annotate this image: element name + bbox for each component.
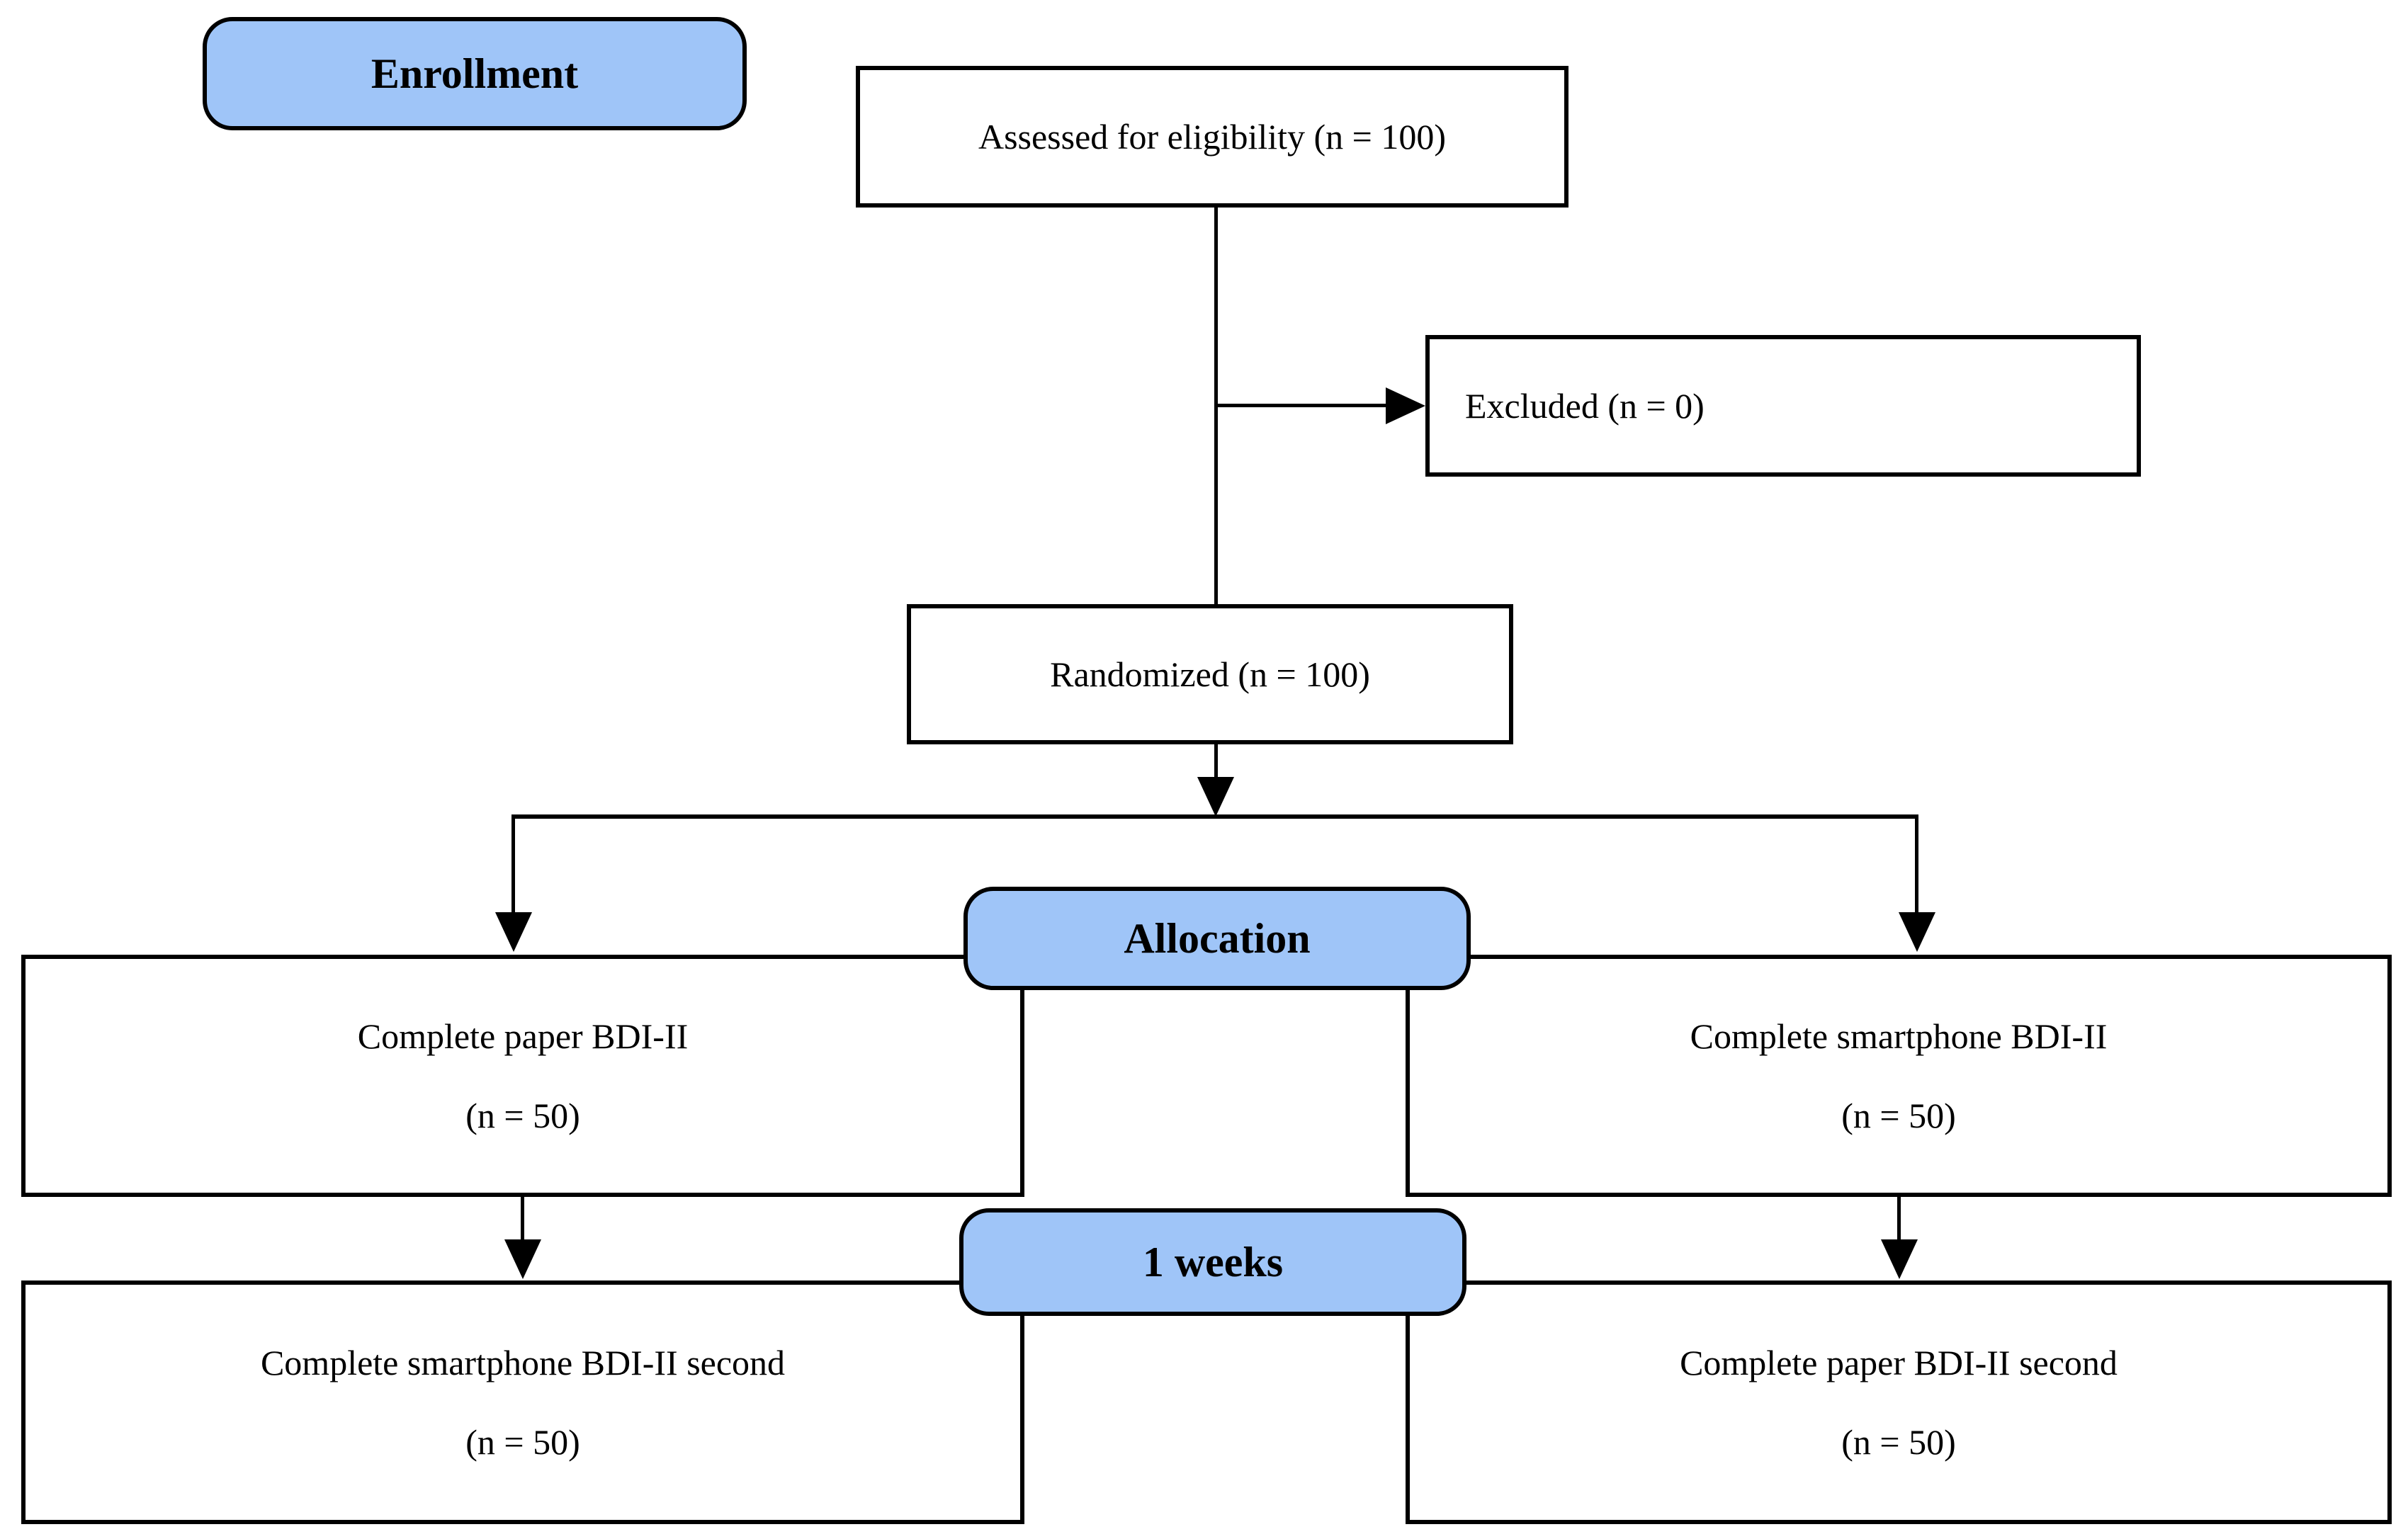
allocation-stage-label: Allocation: [1124, 914, 1311, 962]
allocation-right-line1: Complete smartphone BDI-II: [1690, 1016, 2108, 1056]
allocation-stage-badge: Allocation: [963, 887, 1471, 990]
followup-right-box: Complete paper BDI-II second (n = 50): [1406, 1280, 2392, 1524]
followup-left-line2: (n = 50): [465, 1422, 580, 1462]
allocation-left-line1: Complete paper BDI-II: [357, 1016, 689, 1056]
arrowhead-left-allocation-icon: [495, 912, 532, 952]
connector-to-excluded: [1216, 404, 1391, 407]
allocation-right-box: Complete smartphone BDI-II (n = 50): [1406, 955, 2392, 1197]
assessed-for-eligibility-box: Assessed for eligibility (n = 100): [856, 66, 1568, 208]
allocation-right-line2: (n = 50): [1841, 1096, 1956, 1135]
one-week-stage-label: 1 weeks: [1142, 1238, 1284, 1285]
followup-left-box: Complete smartphone BDI-II second (n = 5…: [21, 1280, 1024, 1524]
split-bar: [511, 814, 1918, 819]
arrowhead-right-allocation-icon: [1899, 912, 1935, 952]
followup-right-line1: Complete paper BDI-II second: [1680, 1343, 2118, 1382]
followup-left-line1: Complete smartphone BDI-II second: [260, 1343, 786, 1382]
arrowhead-right-followup-icon: [1881, 1239, 1918, 1279]
connector-randomized-to-split: [1214, 744, 1218, 781]
one-week-stage-badge: 1 weeks: [959, 1208, 1466, 1316]
arrowhead-left-followup-icon: [504, 1239, 541, 1279]
connector-left-box-to-followup: [521, 1197, 524, 1242]
arrowhead-excluded-icon: [1386, 387, 1425, 424]
excluded-box: Excluded (n = 0): [1425, 335, 2141, 477]
allocation-left-box: Complete paper BDI-II (n = 50): [21, 955, 1024, 1197]
connector-split-to-left-box: [511, 814, 515, 915]
connector-right-box-to-followup: [1897, 1197, 1901, 1242]
enrollment-stage-badge: Enrollment: [203, 17, 747, 130]
excluded-label: Excluded (n = 0): [1465, 386, 1705, 426]
followup-right-line2: (n = 50): [1841, 1422, 1956, 1462]
allocation-left-line2: (n = 50): [465, 1096, 580, 1135]
randomized-label: Randomized (n = 100): [1050, 654, 1370, 694]
arrowhead-split-icon: [1197, 777, 1234, 817]
randomized-box: Randomized (n = 100): [907, 604, 1513, 744]
assessed-for-eligibility-label: Assessed for eligibility (n = 100): [978, 117, 1447, 157]
connector-split-to-right-box: [1915, 814, 1918, 915]
enrollment-stage-label: Enrollment: [371, 50, 579, 97]
